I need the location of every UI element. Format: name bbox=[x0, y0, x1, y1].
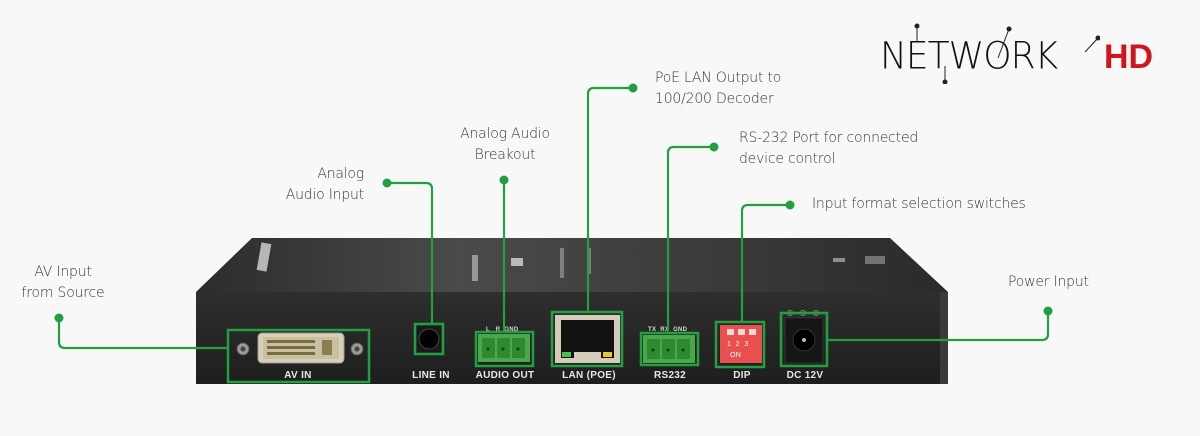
rs232-terminal bbox=[643, 335, 695, 363]
highlight-rs232 bbox=[639, 331, 700, 367]
rs232-pin-labels: TX RX GND bbox=[648, 327, 688, 333]
leader-dot-rs232 bbox=[709, 142, 719, 152]
callout-av-input: AV Input from Source bbox=[8, 262, 118, 304]
highlight-dip bbox=[714, 320, 766, 369]
port-label-rs232: RS232 bbox=[653, 370, 687, 381]
leader-dot-power bbox=[1043, 306, 1053, 316]
port-label-dip: DIP bbox=[733, 370, 751, 381]
dip-switch bbox=[720, 325, 762, 363]
callout-input-format-switches-line1: Input format selection switches bbox=[812, 196, 1026, 212]
callout-rs232-port: RS-232 Port for connected device control bbox=[739, 128, 959, 170]
audio-out-terminal bbox=[478, 334, 530, 362]
highlight-av-in bbox=[226, 328, 371, 384]
port-label-audio-out: AUDIO OUT bbox=[475, 370, 535, 381]
leader-dot-poe-lan bbox=[628, 83, 638, 93]
port-label-lan: LAN (POE) bbox=[562, 370, 616, 381]
leader-dot-dip bbox=[785, 200, 795, 210]
callout-analog-audio-input-line1: Analog bbox=[317, 166, 364, 182]
callout-input-format-switches: Input format selection switches bbox=[812, 194, 1072, 215]
leader-poe-lan bbox=[586, 86, 633, 312]
callout-poe-lan-output: PoE LAN Output to 100/200 Decoder bbox=[655, 68, 835, 110]
leader-power bbox=[827, 311, 1050, 342]
dc-power-jack bbox=[784, 310, 824, 364]
logo-text-network: NETWORK bbox=[880, 34, 1058, 79]
leader-dot-av-input bbox=[54, 313, 64, 323]
callout-av-input-line1: AV Input bbox=[34, 264, 92, 280]
port-label-line-in: LINE IN bbox=[412, 370, 450, 381]
highlight-lan bbox=[550, 310, 624, 368]
callout-rs232-port-line1: RS-232 Port for connected bbox=[739, 130, 919, 146]
port-label-dc: DC 12V bbox=[786, 370, 824, 381]
callout-rs232-port-line2: device control bbox=[739, 151, 836, 167]
lan-rj45-port bbox=[555, 315, 620, 363]
port-label-av-in: AV IN bbox=[284, 370, 312, 381]
leader-dot-audio-breakout bbox=[499, 175, 509, 185]
highlight-line-in bbox=[413, 322, 445, 356]
highlight-audio-out bbox=[474, 330, 535, 368]
highlight-dc bbox=[779, 311, 829, 368]
logo-network-nodes-icon bbox=[914, 23, 1100, 84]
callout-analog-audio-breakout: Analog Audio Breakout bbox=[440, 124, 570, 166]
logo-text-hd: HD bbox=[1104, 38, 1154, 76]
dvi-port bbox=[236, 332, 364, 364]
device-top-face bbox=[196, 238, 948, 292]
callout-analog-audio-breakout-line1: Analog Audio bbox=[460, 126, 550, 142]
dip-switch-on-label: ON bbox=[730, 352, 742, 359]
callout-poe-lan-output-line2: 100/200 Decoder bbox=[655, 91, 774, 107]
device-branding-marks bbox=[256, 242, 885, 281]
callout-poe-lan-output-line1: PoE LAN Output to bbox=[655, 70, 782, 86]
audio-out-pin-labels: L R GND bbox=[486, 327, 519, 333]
callout-power-input: Power Input bbox=[1008, 272, 1128, 293]
callout-analog-audio-breakout-line2: Breakout bbox=[474, 147, 536, 163]
dip-switch-numbers: 1 2 3 bbox=[727, 341, 749, 348]
leader-dip bbox=[740, 203, 790, 322]
callout-power-input-line1: Power Input bbox=[1008, 274, 1089, 290]
callout-av-input-line2: from Source bbox=[21, 285, 105, 301]
leader-dot-line-in bbox=[382, 178, 392, 188]
leader-av-input bbox=[57, 318, 228, 350]
leader-rs232 bbox=[666, 145, 714, 333]
callout-analog-audio-input-line2: Audio Input bbox=[285, 187, 364, 203]
callout-analog-audio-input: Analog Audio Input bbox=[250, 164, 364, 206]
leader-line-in bbox=[387, 181, 434, 324]
